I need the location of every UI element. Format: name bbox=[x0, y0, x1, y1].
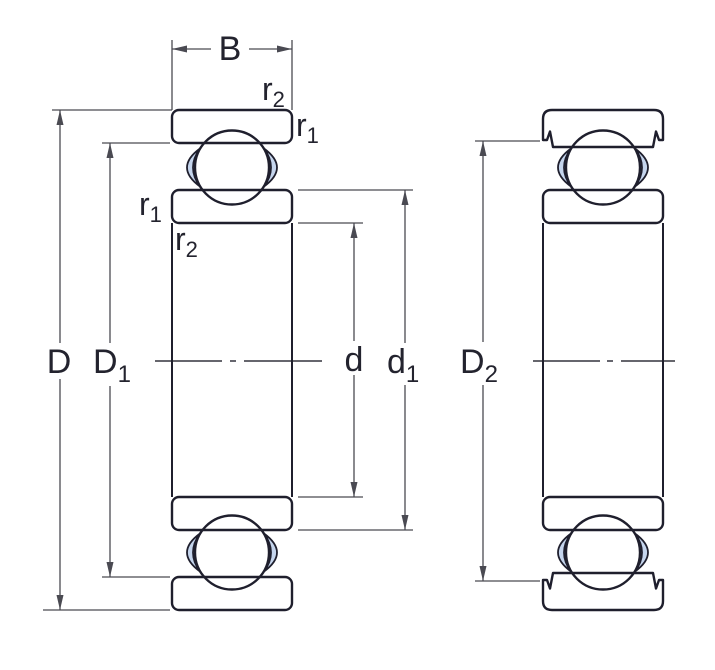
left-view-balls bbox=[193, 129, 271, 591]
arrowhead-d-up bbox=[350, 223, 358, 238]
dimension-label-r2-top: r2 bbox=[262, 71, 285, 112]
left-bearing-view bbox=[170, 108, 294, 612]
ball-top bbox=[564, 129, 642, 206]
dimension-arrowheads bbox=[56, 45, 487, 610]
inner-ring-bottom-section bbox=[170, 495, 294, 532]
outer-ring-top-section-with-recess bbox=[541, 108, 665, 149]
arrowhead-D1-down bbox=[106, 562, 114, 577]
arrowhead-B-left bbox=[172, 45, 187, 53]
right-view-balls bbox=[564, 129, 642, 591]
inner-ring-top-section bbox=[541, 188, 665, 225]
inner-ring-top-section bbox=[170, 188, 294, 225]
dimension-label-D1: D1 bbox=[93, 343, 131, 388]
left-view-rings bbox=[170, 108, 294, 612]
ball-bottom bbox=[564, 514, 642, 591]
outer-ring-top-section bbox=[170, 108, 294, 145]
dimension-label-r1-left: r1 bbox=[139, 186, 162, 227]
arrowhead-B-right bbox=[277, 45, 292, 53]
right-view-side-faces bbox=[542, 223, 664, 497]
outer-ring-bottom-section bbox=[170, 575, 294, 612]
ball-top bbox=[193, 129, 271, 206]
dimension-label-r1-top-right: r1 bbox=[296, 107, 319, 148]
arrowhead-D2-up bbox=[479, 141, 487, 156]
dimension-lines bbox=[43, 40, 540, 611]
left-view-raceway-shoulders bbox=[186, 147, 278, 573]
right-view-rings bbox=[541, 108, 665, 612]
dimension-label-r2-left: r2 bbox=[175, 221, 198, 262]
inner-ring-bottom-section bbox=[541, 495, 665, 532]
arrowhead-d-down bbox=[350, 482, 358, 497]
arrowhead-d1-down bbox=[401, 515, 409, 530]
dimension-label-d: d bbox=[345, 341, 364, 379]
arrowhead-D1-up bbox=[106, 143, 114, 158]
dimension-label-D: D bbox=[47, 343, 72, 381]
arrowhead-d1-up bbox=[401, 190, 409, 205]
ball-bottom bbox=[193, 514, 271, 591]
outer-ring-bottom-section-with-recess bbox=[541, 571, 665, 612]
arrowhead-D-down bbox=[56, 595, 64, 610]
dimension-label-D2: D2 bbox=[460, 343, 498, 388]
dimension-labels: B D D1 d d1 D2 r2 r1 r1 r2 bbox=[47, 30, 498, 388]
arrowhead-D-up bbox=[56, 110, 64, 125]
dimension-label-B: B bbox=[219, 30, 242, 68]
right-view-raceway-shoulders bbox=[557, 147, 649, 573]
arrowhead-D2-down bbox=[479, 566, 487, 581]
dimension-label-d1: d1 bbox=[387, 343, 419, 388]
right-bearing-view bbox=[541, 108, 665, 612]
left-view-side-faces bbox=[171, 223, 293, 497]
